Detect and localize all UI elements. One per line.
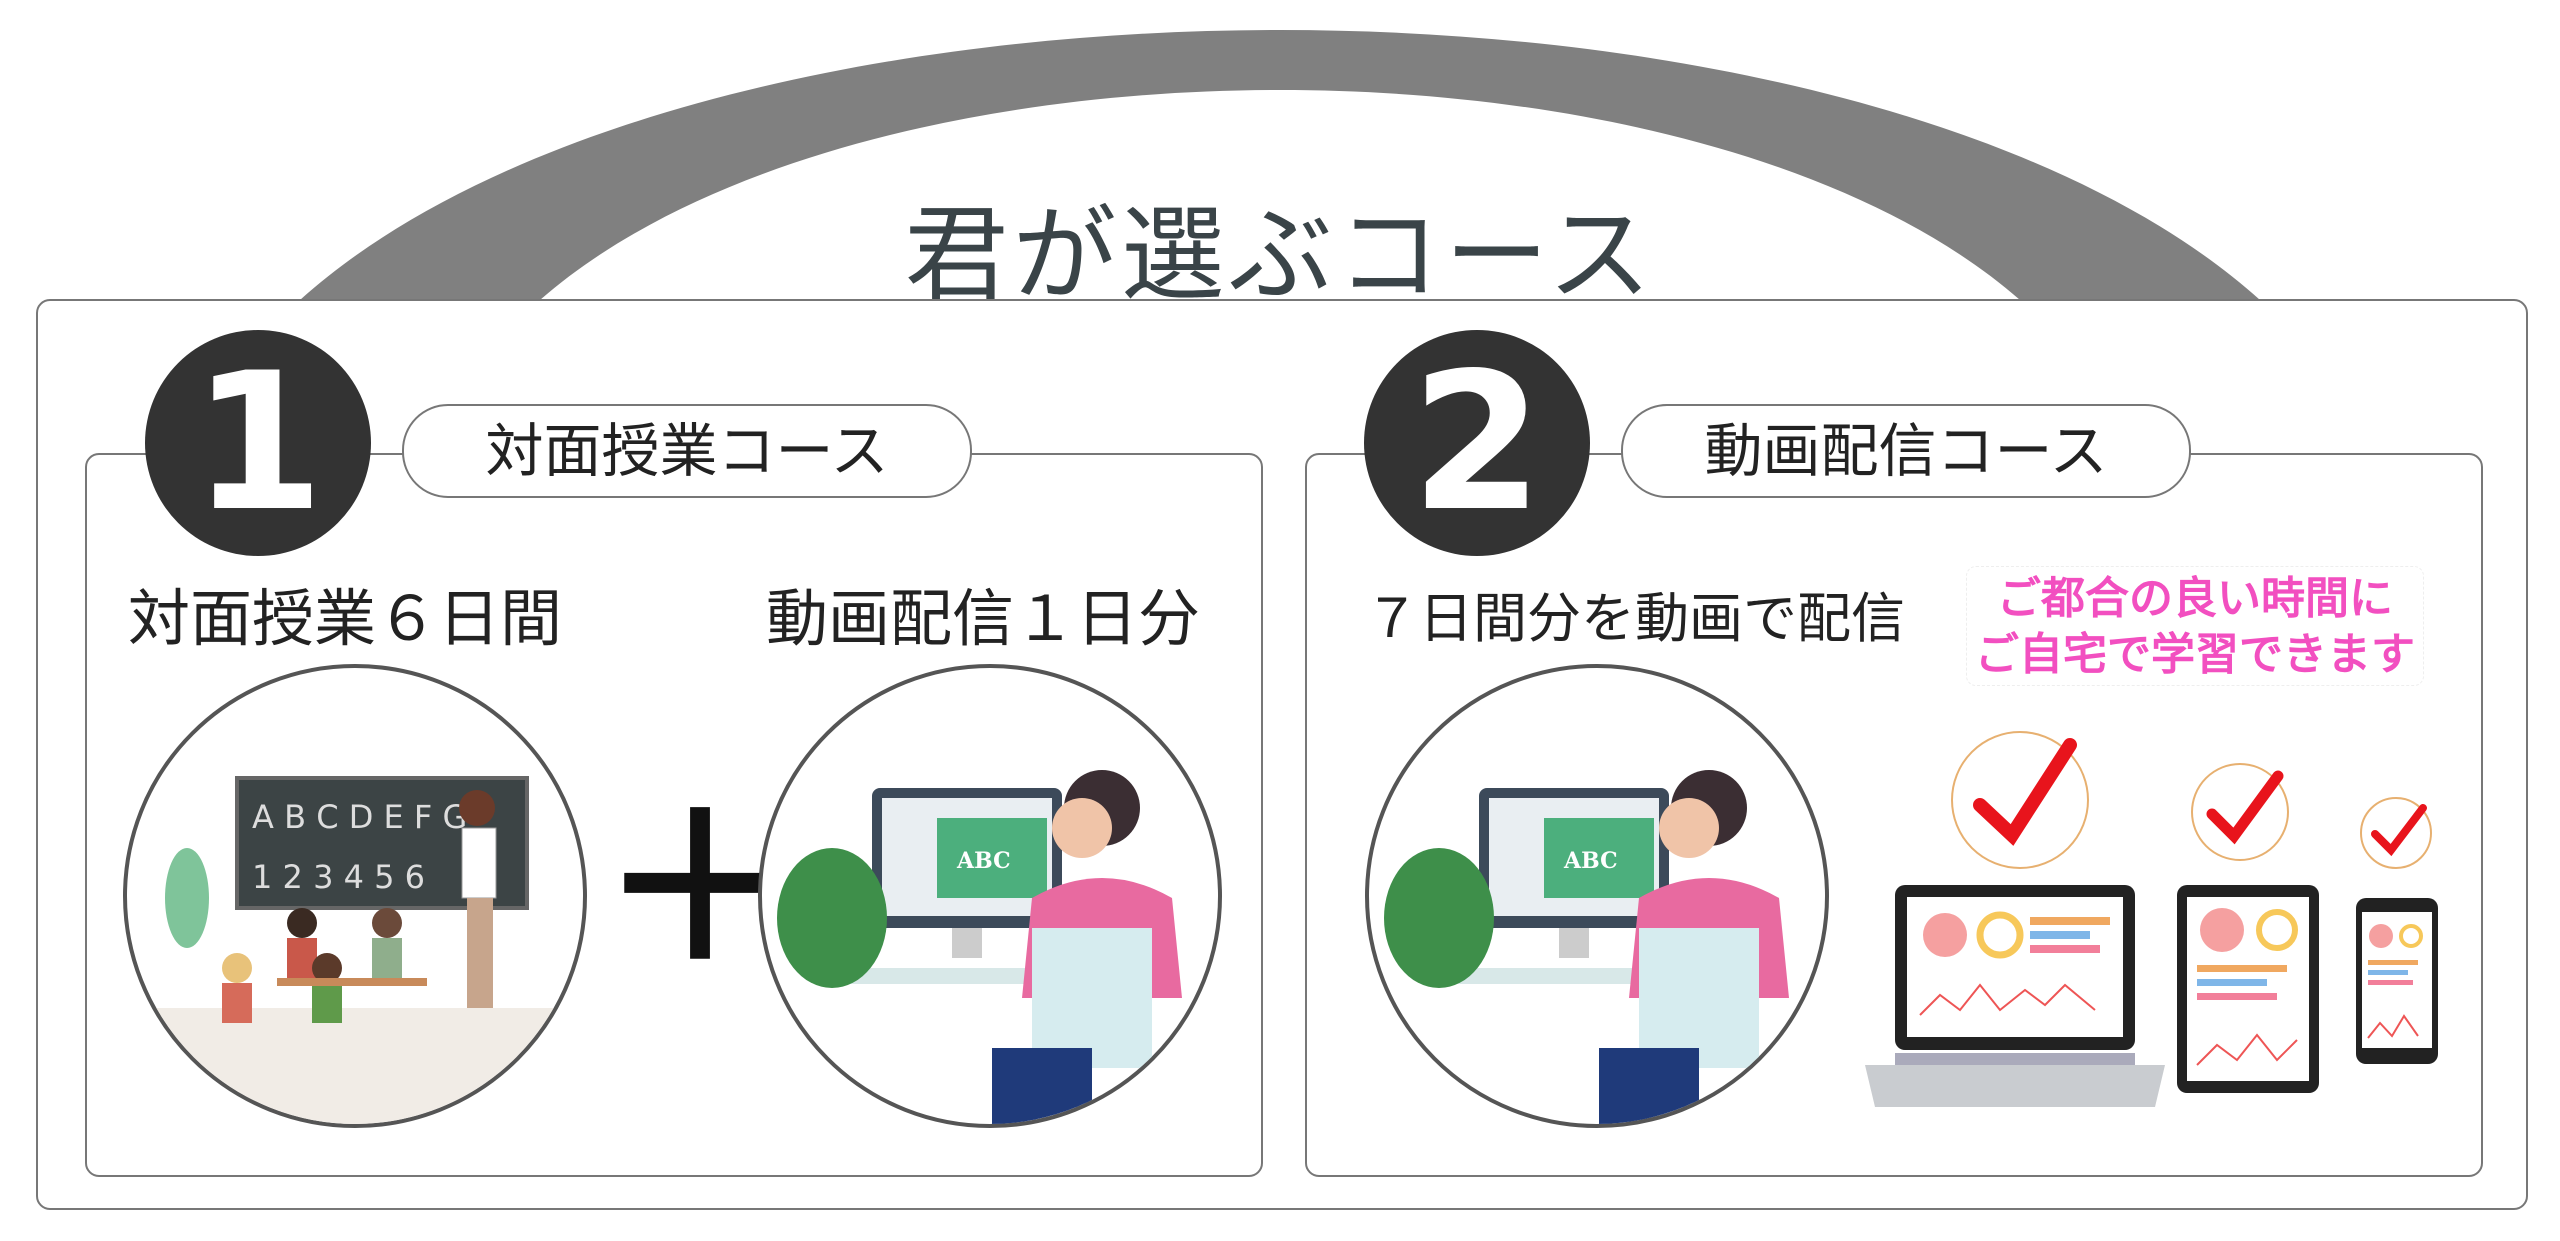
svg-text:ABC: ABC: [956, 848, 1011, 874]
page-title: 君が選ぶコース: [904, 194, 1656, 316]
check-icon-large: [1951, 731, 2089, 869]
check-icon-small: [2360, 797, 2432, 869]
course-2-item-video: ７日間分を動画で配信: [1365, 587, 1905, 650]
video-lesson-icon: ABC: [777, 770, 1182, 1124]
course-1-title: 対面授業コース: [402, 404, 972, 498]
video-learning-illustration-2: ABC: [1365, 664, 1829, 1128]
check-icon-medium: [2191, 763, 2289, 861]
classroom-illustration: A B C D E F G 1 2 3 4 5 6: [123, 664, 587, 1128]
video-lesson-icon: ABC: [1384, 770, 1789, 1124]
course-1-number-badge: 1: [145, 330, 371, 556]
smartphone-icon: [2356, 898, 2438, 1064]
convenience-note: ご都合の良い時間に ご自宅で学習できます: [1966, 566, 2424, 686]
svg-text:1 2 3 4 5 6: 1 2 3 4 5 6: [252, 858, 425, 896]
classroom-icon: A B C D E F G 1 2 3 4 5 6: [127, 776, 583, 1124]
course-1-item-inperson: 対面授業６日間: [128, 582, 563, 655]
note-line-1: ご都合の良い時間に: [1997, 573, 2393, 624]
course-2-number-badge: 2: [1364, 330, 1590, 556]
course-1-item-video: 動画配信１日分: [766, 582, 1201, 655]
tablet-icon: [2177, 885, 2319, 1093]
svg-text:ABC: ABC: [1563, 848, 1618, 874]
decorative-arch: [300, 30, 2260, 300]
svg-text:A B C D E F G: A B C D E F G: [252, 798, 467, 836]
video-learning-illustration-1: ABC: [758, 664, 1222, 1128]
note-line-2: ご自宅で学習できます: [1975, 629, 2415, 680]
laptop-icon: [1865, 885, 2165, 1107]
course-2-title: 動画配信コース: [1621, 404, 2191, 498]
